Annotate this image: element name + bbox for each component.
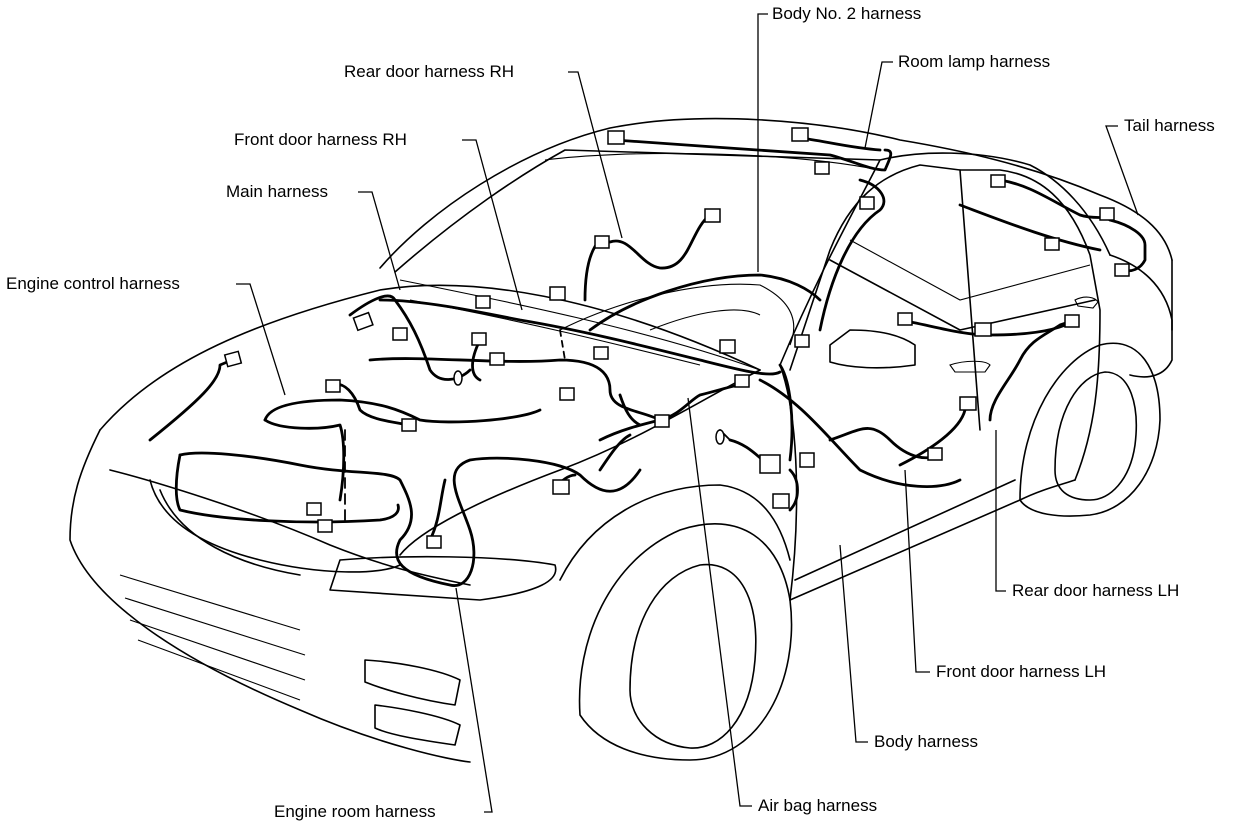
label-front-door-harness-lh: Front door harness LH — [936, 662, 1107, 681]
label-rear-door-harness-lh: Rear door harness LH — [1012, 581, 1180, 600]
label-tail-harness: Tail harness — [1124, 116, 1215, 135]
label-engine-control-harness: Engine control harness — [6, 274, 180, 293]
car-body-outline — [69, 117, 1173, 763]
label-rear-door-harness-rh: Rear door harness RH — [344, 62, 515, 81]
label-body-no2-harness: Body No. 2 harness — [772, 4, 922, 23]
label-leader-lines — [236, 13, 1139, 813]
label-front-door-harness-rh: Front door harness RH — [234, 130, 407, 149]
label-engine-room-harness: Engine room harness — [274, 802, 436, 821]
label-room-lamp-harness: Room lamp harness — [898, 52, 1051, 71]
label-main-harness: Main harness — [226, 182, 329, 201]
harness-connectors — [223, 127, 1130, 549]
label-body-harness: Body harness — [874, 732, 978, 751]
label-air-bag-harness: Air bag harness — [758, 796, 878, 815]
